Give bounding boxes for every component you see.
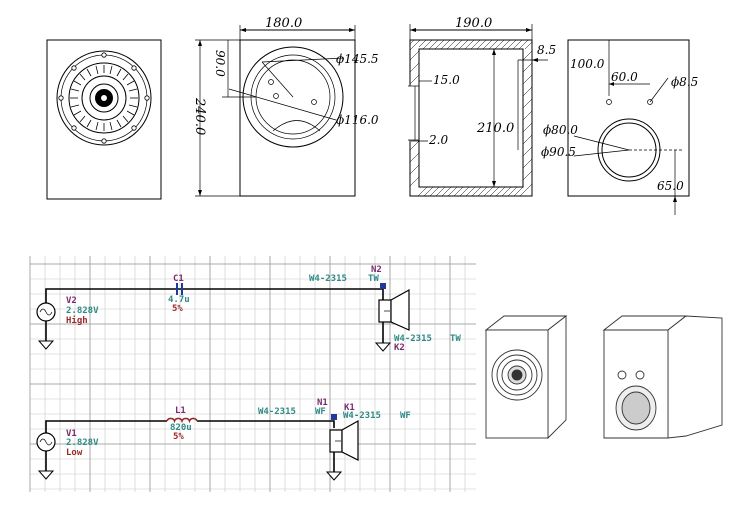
rear-port-inner-label: ϕ80.0: [543, 123, 578, 137]
v2-voltage: 2.828V: [66, 306, 99, 316]
rear-terminal-dia-label: ϕ8.5: [671, 75, 698, 89]
rear-terminal-spacing-label: 60.0: [611, 70, 638, 84]
rear-port-outer-label: ϕ90.5: [541, 145, 576, 159]
n2-model: W4-2315: [309, 274, 347, 284]
schematic-grid: [29, 256, 476, 492]
v1-level: Low: [66, 448, 83, 458]
section-offset-label: 8.5: [537, 43, 556, 57]
section-wall-label: 15.0: [433, 73, 460, 87]
side-inner-dia-label: ϕ116.0: [336, 113, 379, 127]
k2-name: K2: [394, 343, 405, 353]
rear-top-offset-label: 100.0: [570, 57, 605, 71]
l1-name: L1: [175, 406, 186, 416]
section-gap-label: 2.0: [428, 133, 448, 147]
v2-name: V2: [66, 296, 77, 306]
rear-port-height-label: 65.0: [657, 179, 684, 193]
k2-model: W4-2315: [394, 334, 432, 344]
l1-value: 820u: [170, 423, 192, 433]
c1-value: 4.7u: [168, 295, 190, 305]
l1-tol: 5%: [173, 432, 184, 442]
n1-model: W4-2315: [258, 407, 296, 417]
side-view-drawing: [195, 25, 356, 197]
v1-voltage: 2.828V: [66, 438, 99, 448]
rear-view-drawing: [567, 39, 690, 215]
c1-name: C1: [173, 274, 184, 284]
section-view-drawing: [408, 24, 548, 197]
k1-type: WF: [400, 411, 411, 421]
section-width-label: 190.0: [455, 16, 492, 31]
k2-type: TW: [450, 334, 461, 344]
v1-name: V1: [66, 429, 77, 439]
side-outer-dia-label: ϕ145.5: [336, 52, 379, 66]
c1-tol: 5%: [172, 304, 183, 314]
k1-name: K1: [344, 403, 355, 413]
n2-type: TW: [368, 274, 379, 284]
section-height-label: 210.0: [476, 121, 514, 136]
side-height-label: 240.0: [192, 97, 207, 135]
side-offset-label: 90.0: [213, 50, 227, 77]
front-view-drawing: [46, 39, 162, 200]
high-branch-circuit: [36, 283, 410, 352]
side-width-label: 180.0: [265, 16, 302, 31]
k1-model: W4-2315: [343, 411, 381, 421]
v2-level: High: [66, 315, 88, 326]
isometric-speaker-view: [484, 315, 723, 440]
n1-name: N1: [317, 398, 328, 408]
n1-type: WF: [315, 407, 326, 417]
low-branch-circuit: [36, 414, 359, 481]
n2-name: N2: [371, 265, 382, 275]
